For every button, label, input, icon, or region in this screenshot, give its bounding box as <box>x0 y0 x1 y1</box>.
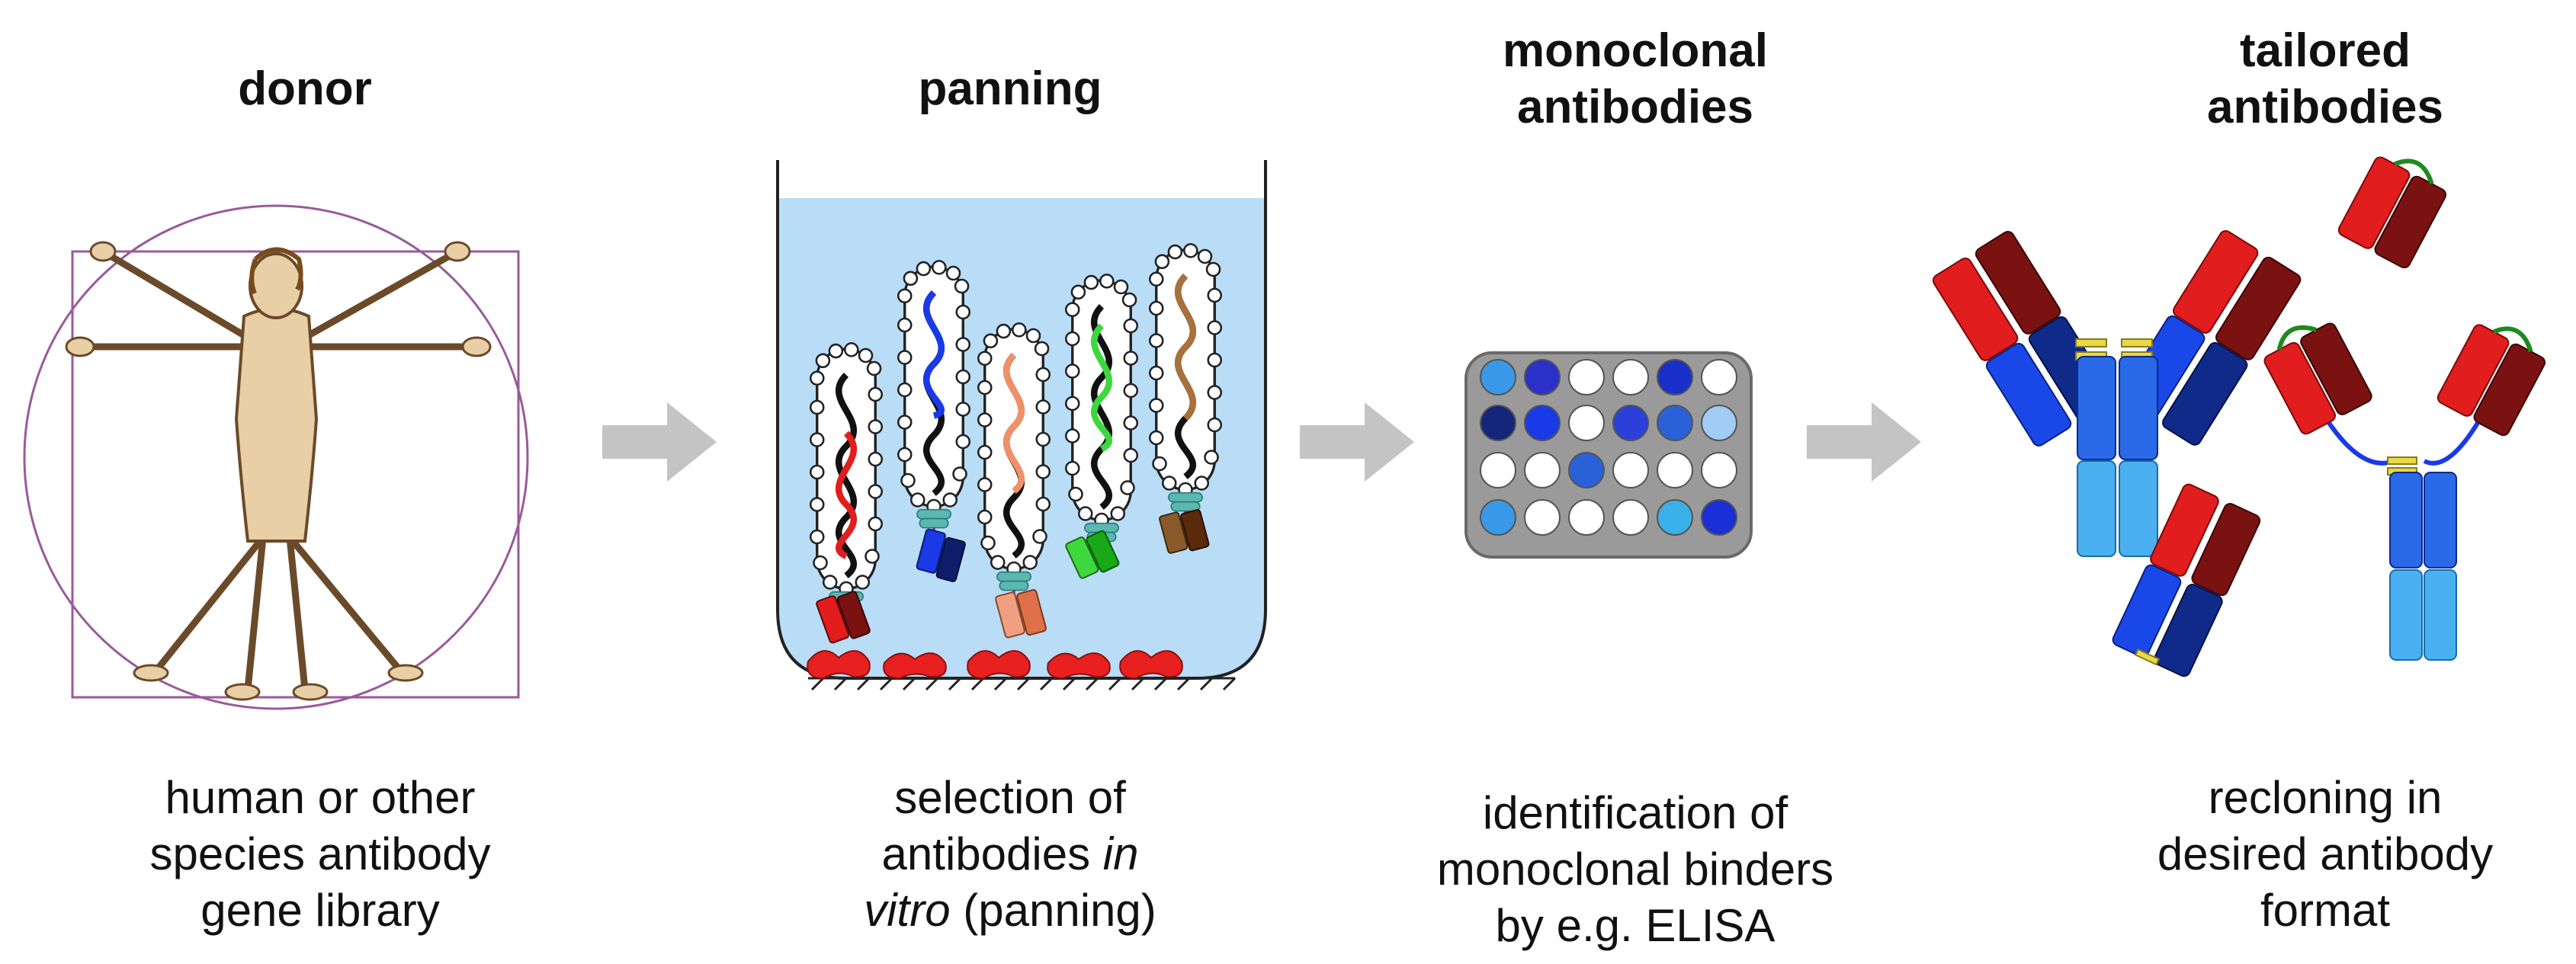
plate-well <box>1701 452 1737 488</box>
caption-monoclonal: identification of monoclonal binders by … <box>1368 785 1902 954</box>
step-title-donor: donor <box>76 61 534 117</box>
antigen <box>1047 652 1111 680</box>
elisa-plate-icon <box>1464 351 1753 559</box>
caption-line: vitro (panning) <box>743 882 1277 939</box>
arrow-right-icon <box>1300 402 1414 482</box>
title-line: monoclonal <box>1503 24 1768 77</box>
phage-icon <box>977 322 1051 606</box>
title-line: panning <box>918 62 1102 115</box>
plate-well <box>1524 452 1561 488</box>
plate-well <box>1701 499 1737 536</box>
vitruvian-circle <box>23 204 529 710</box>
plate-well <box>1701 405 1737 441</box>
vitruvian-man-icon <box>23 204 529 710</box>
plate-well <box>1480 359 1516 396</box>
caption-line: by e.g. ELISA <box>1495 900 1776 951</box>
caption-line: format <box>2260 885 2391 936</box>
scfv-fc-antibody-icon <box>2263 322 2546 661</box>
caption-text: antibodies <box>881 828 1091 879</box>
plate-well <box>1568 499 1605 536</box>
arrow-right-icon <box>1807 402 1921 482</box>
caption-line: selection of <box>894 772 1126 823</box>
caption-donor: human or other species antibody gene lib… <box>53 770 587 939</box>
step-title-tailored: tailored antibodies <box>2096 23 2554 136</box>
caption-line: identification of <box>1482 787 1788 838</box>
caption-text: (panning) <box>963 885 1156 936</box>
title-line: antibodies <box>2206 81 2444 133</box>
phage-icon <box>897 260 971 543</box>
plate-well <box>1568 405 1605 441</box>
title-line: tailored <box>2240 24 2411 77</box>
plate-well <box>1657 452 1693 488</box>
scfv-fragment-icon <box>2337 156 2447 269</box>
phage-icon <box>809 342 884 626</box>
fab-fragment-icon <box>2112 483 2261 677</box>
arrow-right-icon <box>602 402 717 482</box>
caption-line: human or other <box>165 772 476 823</box>
plate-well <box>1480 405 1516 441</box>
antigen <box>967 650 1031 680</box>
plate-well <box>1657 359 1693 396</box>
scfv-fragment-icon <box>816 591 871 644</box>
scfv-fragment-icon <box>916 528 966 582</box>
title-line: antibodies <box>1516 81 1754 133</box>
caption-line: species antibody <box>149 828 491 879</box>
caption-line: desired antibody <box>2157 828 2494 879</box>
plate-well <box>1612 405 1649 441</box>
plate-well <box>1568 359 1605 396</box>
phage-icon <box>1064 274 1139 557</box>
plate-well <box>1524 405 1561 441</box>
caption-italic: vitro <box>864 885 951 936</box>
caption-italic: in <box>1102 828 1139 879</box>
igg-antibody-icon <box>1930 227 2304 557</box>
caption-tailored: recloning in desired antibody format <box>2058 770 2576 939</box>
caption-line: monoclonal binders <box>1436 844 1834 895</box>
plate-well <box>1524 499 1561 536</box>
step-title-monoclonal: monoclonal antibodies <box>1407 23 1864 136</box>
caption-panning: selection of antibodies in vitro (pannin… <box>743 770 1277 939</box>
antigen <box>1119 650 1183 680</box>
caption-line: gene library <box>200 885 440 936</box>
scfv-fragment-icon <box>1159 509 1210 554</box>
panning-beaker <box>776 160 1267 691</box>
plate-well <box>1480 499 1516 536</box>
title-line: donor <box>238 62 372 115</box>
plate-well <box>1480 452 1516 488</box>
plate-well <box>1568 452 1605 488</box>
scfv-fragment-icon <box>995 589 1047 639</box>
plate-well <box>1612 359 1649 396</box>
plate-well <box>1701 359 1737 396</box>
antigen <box>883 652 947 680</box>
plate-well <box>1524 359 1561 396</box>
plate-well <box>1657 499 1693 536</box>
antigen <box>807 650 871 680</box>
caption-line: antibodies in <box>743 826 1277 882</box>
phage-icon <box>1148 243 1223 527</box>
vitruvian-square <box>71 250 520 699</box>
plate-well <box>1657 405 1693 441</box>
plate-well <box>1612 452 1649 488</box>
step-title-panning: panning <box>781 61 1239 117</box>
caption-line: recloning in <box>2208 772 2443 823</box>
scfv-fragment-icon <box>1065 530 1120 579</box>
plate-well <box>1612 499 1649 536</box>
tailored-antibodies <box>1930 156 2546 677</box>
